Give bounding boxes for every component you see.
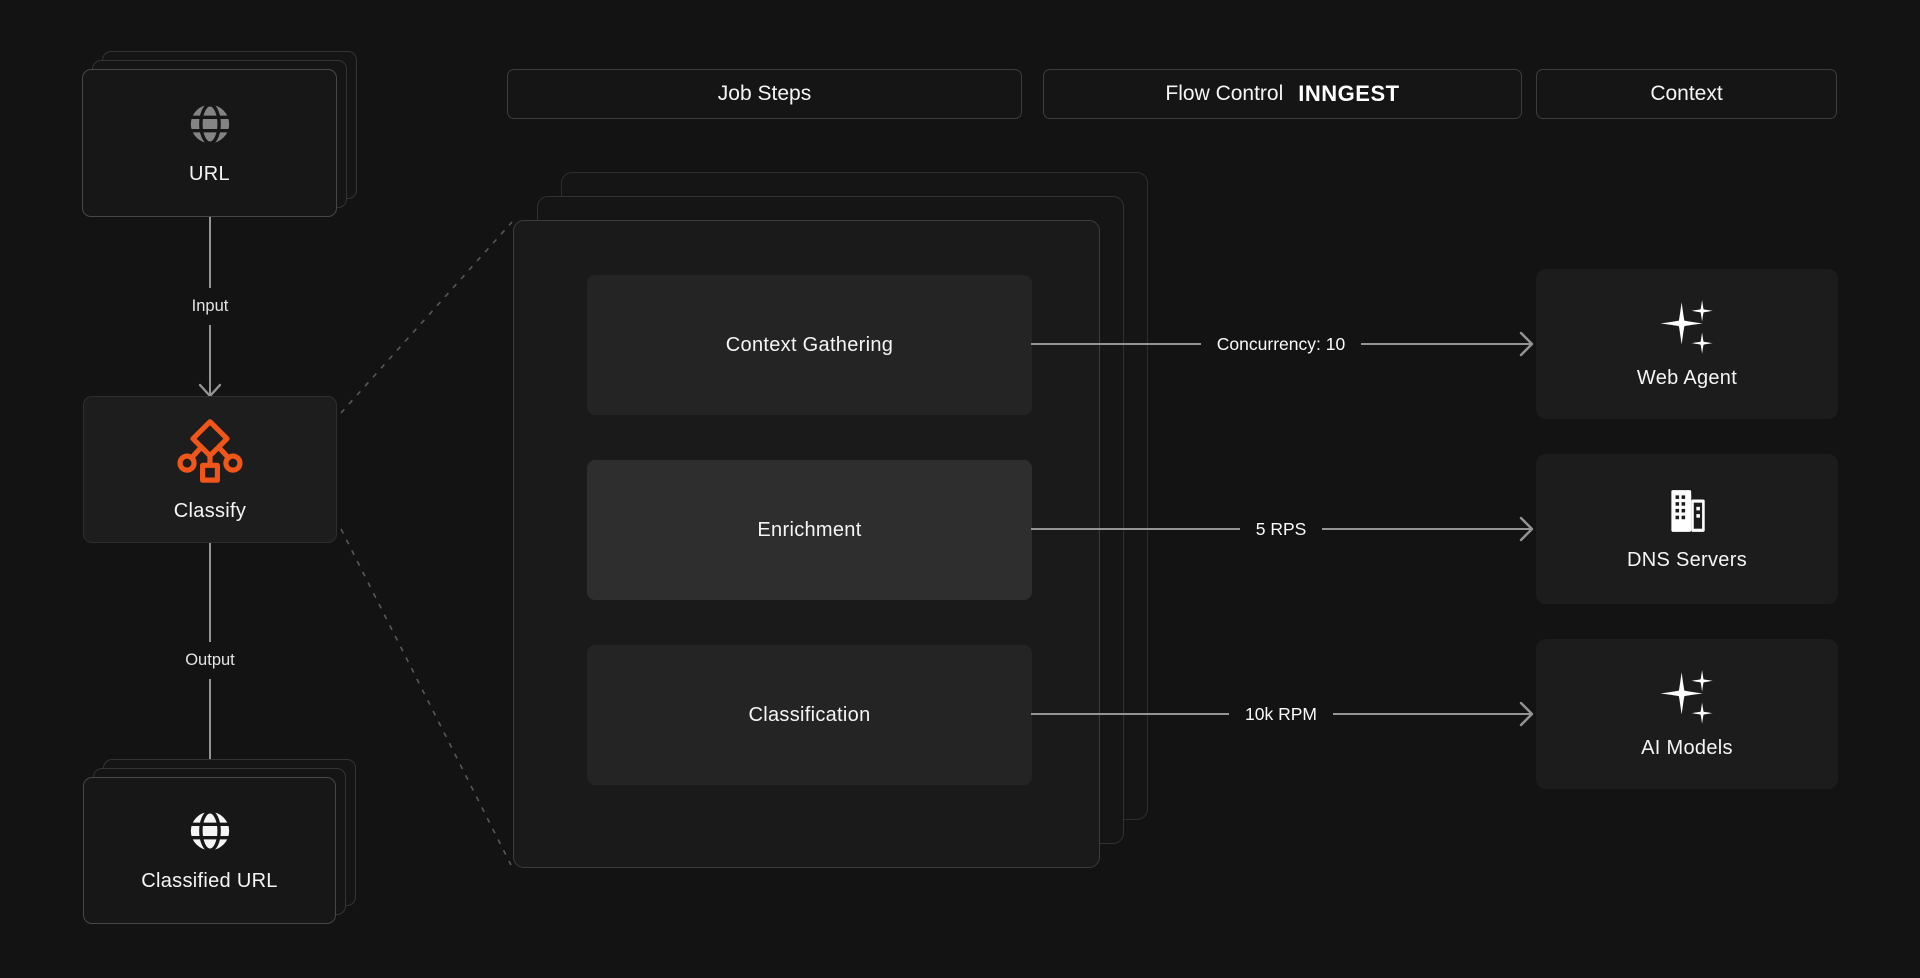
header-job-steps: Job Steps bbox=[507, 69, 1022, 119]
building-icon bbox=[1662, 486, 1712, 536]
output-arrow: Output bbox=[170, 543, 250, 779]
flow-label-concurrency: Concurrency: 10 bbox=[1216, 333, 1346, 354]
classify-node-label: Classify bbox=[173, 500, 247, 522]
step-box-classification: Classification bbox=[587, 645, 1032, 785]
classify-workflow-icon bbox=[173, 416, 247, 488]
inngest-logo: INNGEST bbox=[1298, 81, 1400, 106]
flow-label-rps: 5 RPS bbox=[1255, 518, 1307, 539]
context-card-web-agent: Web Agent bbox=[1536, 269, 1838, 419]
classified-url-node-label: Classified URL bbox=[141, 870, 278, 892]
input-edge-label: Input bbox=[191, 297, 229, 315]
input-arrow-head bbox=[198, 325, 222, 398]
step-label: Context Gathering bbox=[725, 333, 894, 356]
flow-arrow-rps: 5 RPS bbox=[1031, 516, 1534, 542]
classified-url-node: Classified URL bbox=[83, 777, 336, 924]
flow-label-rpm: 10k RPM bbox=[1245, 703, 1317, 724]
step-box-context-gathering: Context Gathering bbox=[587, 275, 1032, 415]
flow-arrow-head bbox=[1332, 701, 1534, 727]
context-card-ai-models: AI Models bbox=[1536, 639, 1838, 789]
input-arrow: Input bbox=[170, 217, 250, 398]
output-edge-label: Output bbox=[185, 650, 235, 669]
output-arrow-line bbox=[209, 543, 211, 642]
context-card-label: DNS Servers bbox=[1627, 549, 1747, 571]
globe-icon bbox=[187, 808, 233, 854]
sparkles-icon bbox=[1659, 668, 1715, 724]
url-node-label: URL bbox=[189, 162, 230, 185]
sparkles-icon bbox=[1659, 298, 1715, 354]
classify-node: Classify bbox=[83, 396, 337, 543]
step-label: Enrichment bbox=[757, 518, 862, 541]
flow-arrow-line bbox=[1031, 528, 1240, 530]
flow-arrow-rpm: 10k RPM bbox=[1031, 701, 1534, 727]
job-card: Context Gathering Enrichment Classificat… bbox=[513, 220, 1100, 868]
context-card-label: AI Models bbox=[1641, 737, 1733, 759]
header-context-label: Context bbox=[1650, 82, 1723, 105]
header-flow-control: Flow Control INNGEST bbox=[1043, 69, 1522, 119]
step-label: Classification bbox=[748, 703, 871, 726]
globe-icon bbox=[187, 101, 233, 147]
step-box-enrichment: Enrichment bbox=[587, 460, 1032, 600]
flow-arrow-line bbox=[1031, 343, 1201, 345]
input-arrow-line bbox=[209, 217, 211, 288]
header-context: Context bbox=[1536, 69, 1837, 119]
header-flow-control-label: Flow Control bbox=[1165, 82, 1284, 105]
flow-arrow-concurrency: Concurrency: 10 bbox=[1031, 331, 1534, 357]
header-job-steps-label: Job Steps bbox=[717, 82, 812, 105]
url-node: URL bbox=[82, 69, 337, 217]
flow-arrow-head bbox=[1322, 516, 1534, 542]
flow-arrow-head bbox=[1361, 331, 1534, 357]
context-card-label: Web Agent bbox=[1636, 367, 1738, 389]
flow-arrow-line bbox=[1031, 713, 1230, 715]
context-card-dns-servers: DNS Servers bbox=[1536, 454, 1838, 604]
